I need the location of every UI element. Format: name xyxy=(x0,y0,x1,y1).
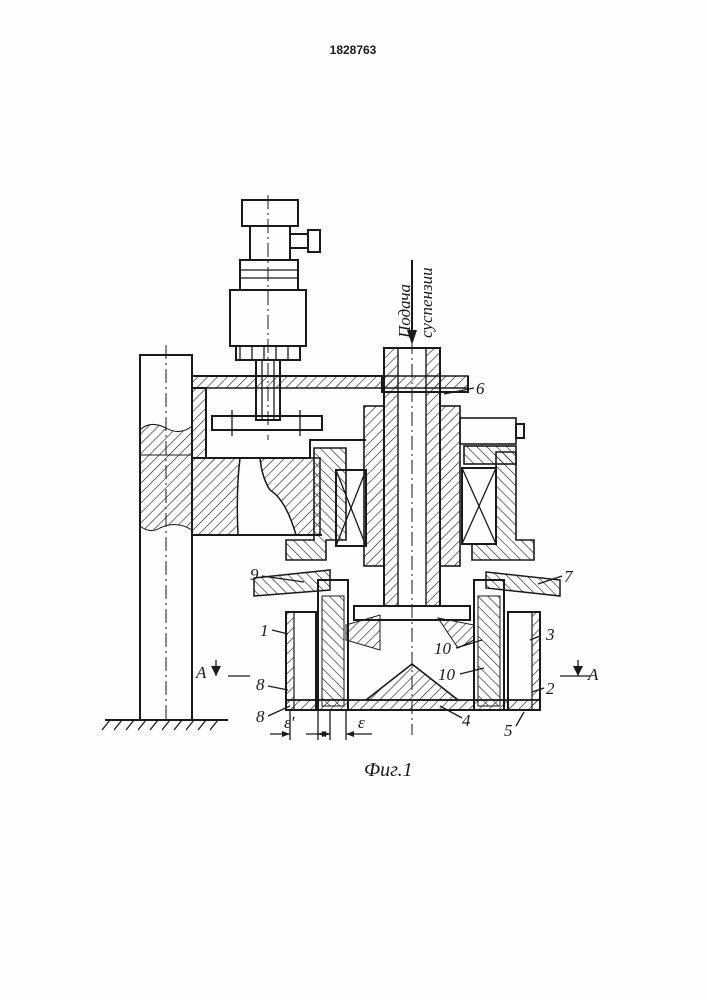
gap-label-right: ε xyxy=(358,713,365,732)
feed-label-line2: суспензии xyxy=(417,267,436,338)
figure-caption: Фиг.1 xyxy=(364,759,413,781)
part-label-8a: 8 xyxy=(256,675,265,694)
part-label-10b: 10 xyxy=(438,665,456,684)
part-label-2: 2 xyxy=(546,679,555,698)
gap-label-left: ε' xyxy=(284,713,295,732)
part-label-9: 9 xyxy=(250,565,259,584)
part-label-7: 7 xyxy=(564,567,574,586)
part-label-3: 3 xyxy=(545,625,555,644)
section-label-left: А xyxy=(195,663,207,682)
drive-motor xyxy=(230,195,320,440)
part-label-10a: 10 xyxy=(434,639,452,658)
stand-column xyxy=(102,345,228,730)
patent-number: 1828763 xyxy=(330,43,377,57)
separator-drum xyxy=(211,570,590,740)
part-label-6: 6 xyxy=(476,379,485,398)
part-label-5: 5 xyxy=(504,721,513,740)
part-label-8b: 8 xyxy=(256,707,265,726)
feed-label: Подача суспензии xyxy=(395,267,436,339)
feed-label-line1: Подача xyxy=(395,284,414,339)
part-label-1: 1 xyxy=(260,621,269,640)
part-label-4: 4 xyxy=(462,711,471,730)
section-label-right: А xyxy=(587,665,599,684)
rotor-assembly xyxy=(286,406,534,566)
